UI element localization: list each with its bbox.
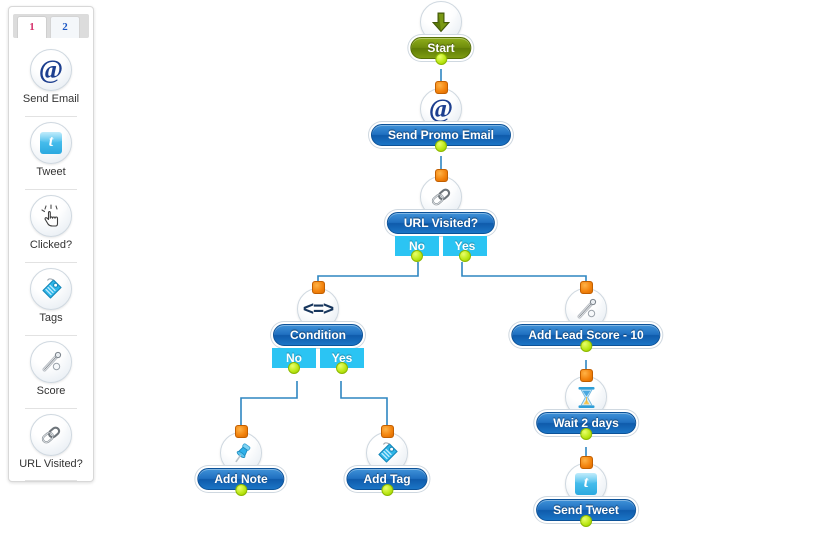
node-condition-branch-yes-port[interactable] (336, 362, 348, 374)
node-send-promo-email-label: Send Promo Email (387, 128, 495, 142)
node-condition-branch-no[interactable]: No (272, 348, 316, 374)
node-condition-input-port[interactable] (312, 281, 325, 294)
connector-wires (104, 69, 818, 540)
node-send-tweet-label: Send Tweet (553, 503, 619, 517)
node-condition-branch-yes-label: Yes (331, 351, 353, 365)
palette-item-score[interactable]: Score (9, 335, 93, 408)
node-add-note-input-port[interactable] (235, 425, 248, 438)
node-condition-label: Condition (290, 328, 346, 342)
palette-tab-1[interactable]: 1 (17, 16, 47, 38)
node-wait-2-days-input-port[interactable] (580, 369, 593, 382)
component-palette-panel: 1 2 @ Send Email t Tweet (8, 6, 94, 482)
node-add-note-label: Add Note (214, 472, 268, 486)
node-add-lead-score-output-port[interactable] (580, 340, 592, 352)
palette-item-clicked-label: Clicked? (29, 239, 73, 251)
palette-tab-bar: 1 2 (13, 14, 89, 38)
palette-item-url-visited-label: URL Visited? (19, 458, 83, 470)
node-add-tag-output-port[interactable] (380, 484, 393, 496)
node-send-promo-email-input-port[interactable] (435, 81, 448, 94)
pushpin-icon (220, 425, 262, 474)
node-start-label: Start (427, 41, 455, 55)
palette-tab-2-label: 2 (62, 21, 68, 33)
node-condition-branches: No Yes (272, 348, 364, 374)
palette-item-send-email-label: Send Email (22, 93, 80, 105)
node-add-note-pill[interactable]: Add Note (197, 468, 285, 496)
node-url-visited-input-port[interactable] (435, 169, 448, 182)
node-condition-branch-no-port[interactable] (288, 362, 300, 374)
node-send-promo-email-output-port[interactable] (435, 140, 447, 152)
palette-item-tags-label: Tags (39, 312, 63, 324)
node-add-lead-score-pill[interactable]: Add Lead Score - 10 (511, 324, 661, 352)
node-url-visited-branch-yes[interactable]: Yes (443, 236, 487, 262)
green-down-arrow-icon (420, 1, 462, 43)
node-condition-branch-no-label: No (286, 351, 302, 365)
node-condition-branch-yes[interactable]: Yes (320, 348, 364, 374)
node-add-tag-input-port[interactable] (381, 425, 394, 438)
node-wait-2-days-pill[interactable]: Wait 2 days (536, 412, 636, 440)
node-send-tweet-output-port[interactable] (579, 515, 592, 527)
at-sign-icon: @ (420, 81, 462, 130)
node-wait-2-days-output-port[interactable] (579, 428, 592, 440)
node-url-visited-branch-no[interactable]: No (395, 236, 439, 262)
chain-link-icon (420, 169, 462, 218)
palette-tab-2[interactable]: 2 (50, 16, 80, 38)
palette-item-tweet-label: Tweet (36, 166, 66, 178)
tag-icon (366, 425, 408, 474)
palette-item-url-visited[interactable]: URL Visited? (9, 408, 93, 481)
node-start-pill[interactable]: Start (410, 37, 472, 65)
node-send-tweet-input-port[interactable] (580, 456, 593, 469)
node-send-tweet-pill[interactable]: Send Tweet (536, 499, 636, 527)
at-sign-icon: @ (30, 49, 72, 91)
tag-icon (30, 268, 72, 310)
node-url-visited-branch-yes-port[interactable] (459, 250, 471, 262)
node-url-visited-branches: No Yes (395, 236, 487, 262)
node-add-note-output-port[interactable] (234, 484, 247, 496)
palette-item-tags[interactable]: Tags (9, 262, 93, 335)
node-add-tag-label: Add Tag (363, 472, 411, 486)
hourglass-icon (565, 369, 607, 418)
node-url-visited-label: URL Visited? (403, 216, 479, 230)
palette-tab-1-label: 1 (29, 21, 35, 33)
twitter-bird-icon: t (30, 122, 72, 164)
node-url-visited-branch-yes-label: Yes (454, 239, 476, 253)
node-url-visited-branch-no-label: No (409, 239, 425, 253)
palette-item-score-label: Score (36, 385, 66, 397)
node-url-visited-pill[interactable]: URL Visited? (386, 212, 496, 234)
palette-item-send-email[interactable]: @ Send Email (9, 43, 93, 116)
node-url-visited-branch-no-port[interactable] (411, 250, 423, 262)
node-add-tag-pill[interactable]: Add Tag (346, 468, 428, 496)
palette-item-tweet[interactable]: t Tweet (9, 116, 93, 189)
node-add-lead-score-label: Add Lead Score - 10 (528, 328, 644, 342)
node-condition-pill[interactable]: Condition (273, 324, 363, 346)
twitter-bird-icon: t (565, 456, 607, 505)
thermometer-score-icon (30, 341, 72, 383)
pointing-hand-click-icon (30, 195, 72, 237)
palette-item-clicked[interactable]: Clicked? (9, 189, 93, 262)
workflow-canvas[interactable]: Start @ Send Promo Email (104, 0, 818, 540)
chain-link-icon (30, 414, 72, 456)
node-wait-2-days-label: Wait 2 days (553, 416, 619, 430)
less-equal-greater-icon: <=> (297, 281, 339, 330)
node-add-lead-score-input-port[interactable] (580, 281, 593, 294)
node-start-output-port[interactable] (435, 53, 447, 65)
node-send-promo-email-pill[interactable]: Send Promo Email (370, 124, 512, 152)
palette-item-list: @ Send Email t Tweet (9, 43, 93, 481)
